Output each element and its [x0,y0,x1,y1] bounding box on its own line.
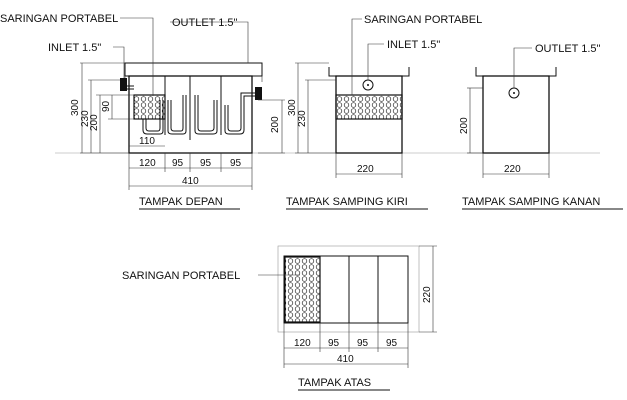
front-view: SARINGAN PORTABEL INLET 1.5" OUTLET 1.5"… [0,13,285,210]
front-dim-200: 200 [89,114,100,131]
left-label-saringan: SARINGAN PORTABEL [364,14,482,26]
front-dim-95-c: 95 [230,158,242,169]
left-label-inlet: INLET 1.5" [387,39,440,51]
front-dim-90: 90 [101,100,112,112]
top-dim-95-a: 95 [328,338,340,349]
right-title: TAMPAK SAMPING KANAN [462,196,600,208]
front-dim-110: 110 [139,136,155,147]
siphon-pipe-2 [167,95,187,135]
front-rim [124,62,263,77]
top-tank-body [283,255,409,324]
top-title: TAMPAK ATAS [298,377,371,389]
front-dim-95-b: 95 [200,158,212,169]
right-label-outlet: OUTLET 1.5" [535,43,601,55]
inlet-pipe-front [120,78,127,91]
siphon-pipe-3 [194,95,218,135]
front-label-inlet: INLET 1.5" [48,42,101,54]
left-dim-300: 300 [287,99,298,116]
left-filter-band [335,94,403,120]
top-dim-220: 220 [422,286,433,303]
siphon-pipe-1 [142,100,164,135]
right-tank-body [482,75,550,154]
top-outer-rim [277,245,420,333]
right-dim-200: 200 [459,117,470,134]
left-title: TAMPAK SAMPING KIRI [286,196,408,208]
front-label-outlet: OUTLET 1.5" [172,17,238,29]
front-dim-230: 230 [80,110,91,127]
front-dim-410: 410 [182,176,199,187]
left-side-view: SARINGAN PORTABEL INLET 1.5" 300 230 220… [286,14,482,210]
top-dim-120: 120 [294,338,311,349]
top-dim-410: 410 [337,354,354,365]
left-dim-230: 230 [297,110,308,127]
left-dim-220: 220 [357,164,374,175]
front-title: TAMPAK DEPAN [139,196,223,208]
front-label-saringan: SARINGAN PORTABEL [0,13,118,25]
top-label-saringan: SARINGAN PORTABEL [122,270,240,282]
right-dim-220: 220 [504,164,521,175]
top-view: SARINGAN PORTABEL 220 120 95 95 95 410 T… [122,245,437,391]
outlet-pipe-front [255,87,262,100]
top-filter-mesh [284,256,321,323]
front-dim-300: 300 [70,99,81,116]
front-dim-95-a: 95 [172,158,184,169]
top-dim-95-c: 95 [386,338,398,349]
front-dim-120: 120 [139,158,156,169]
right-side-view: OUTLET 1.5" 200 220 TAMPAK SAMPING KANAN [459,43,623,210]
top-dim-95-b: 95 [357,338,369,349]
siphon-pipe-4 [224,95,255,135]
front-dim-200-right: 200 [270,116,281,133]
